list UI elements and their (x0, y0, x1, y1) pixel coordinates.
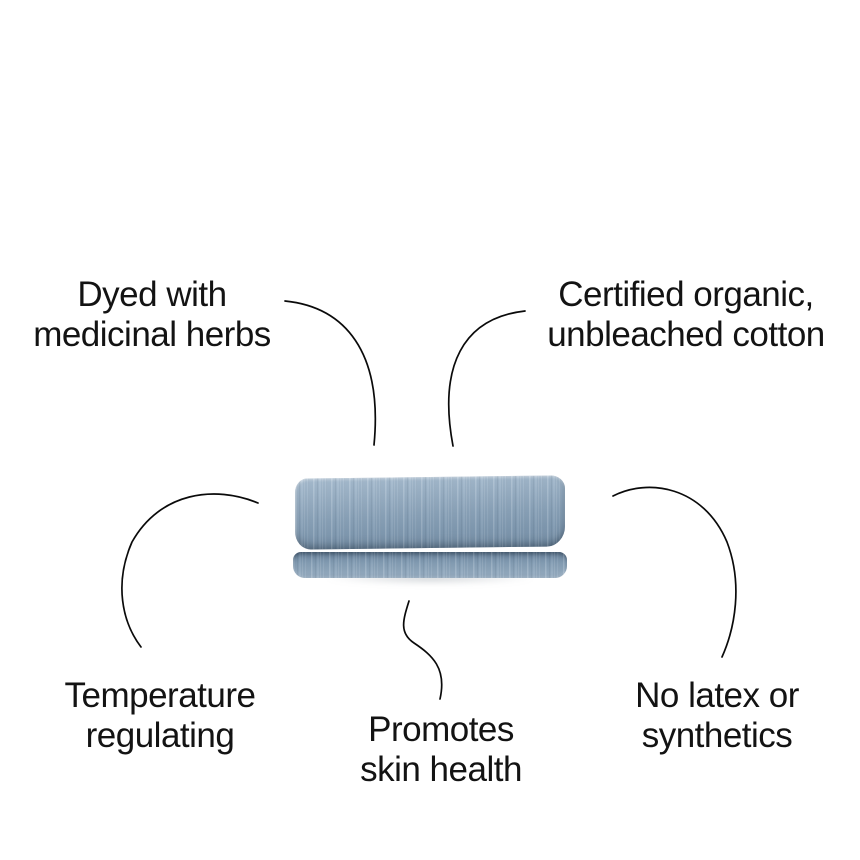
connector-skin-line (402, 600, 443, 700)
folded-sheets-product-image (289, 475, 571, 587)
fabric-texture (295, 475, 565, 550)
feature-label-promotes-skin-health: Promotes skin health (291, 710, 591, 790)
feature-text-line: Promotes (368, 710, 514, 749)
fabric-texture (293, 552, 567, 578)
feature-label-certified-organic-cotton: Certified organic, unbleached cotton (536, 275, 836, 355)
feature-text-line: Temperature (64, 676, 256, 715)
feature-text-line: Certified organic, (558, 275, 814, 314)
feature-label-temperature-regulating: Temperature regulating (10, 676, 310, 756)
connector-temperature-line (121, 493, 259, 648)
folded-sheet-top (295, 475, 565, 550)
feature-text-line: Dyed with (77, 275, 227, 314)
feature-text-line: No latex or (635, 676, 799, 715)
feature-text-line: unbleached cotton (547, 315, 825, 354)
feature-text-line: skin health (360, 750, 522, 789)
feature-text-line: regulating (85, 716, 235, 755)
feature-text-line: medicinal herbs (33, 315, 271, 354)
connector-latex-line (612, 486, 737, 658)
folded-sheet-bottom (293, 552, 567, 578)
feature-label-no-latex-or-synthetics: No latex or synthetics (567, 676, 860, 756)
feature-text-line: synthetics (641, 716, 793, 755)
connector-certified-line (447, 310, 526, 447)
feature-label-dyed-with-medicinal-herbs: Dyed with medicinal herbs (2, 275, 302, 355)
